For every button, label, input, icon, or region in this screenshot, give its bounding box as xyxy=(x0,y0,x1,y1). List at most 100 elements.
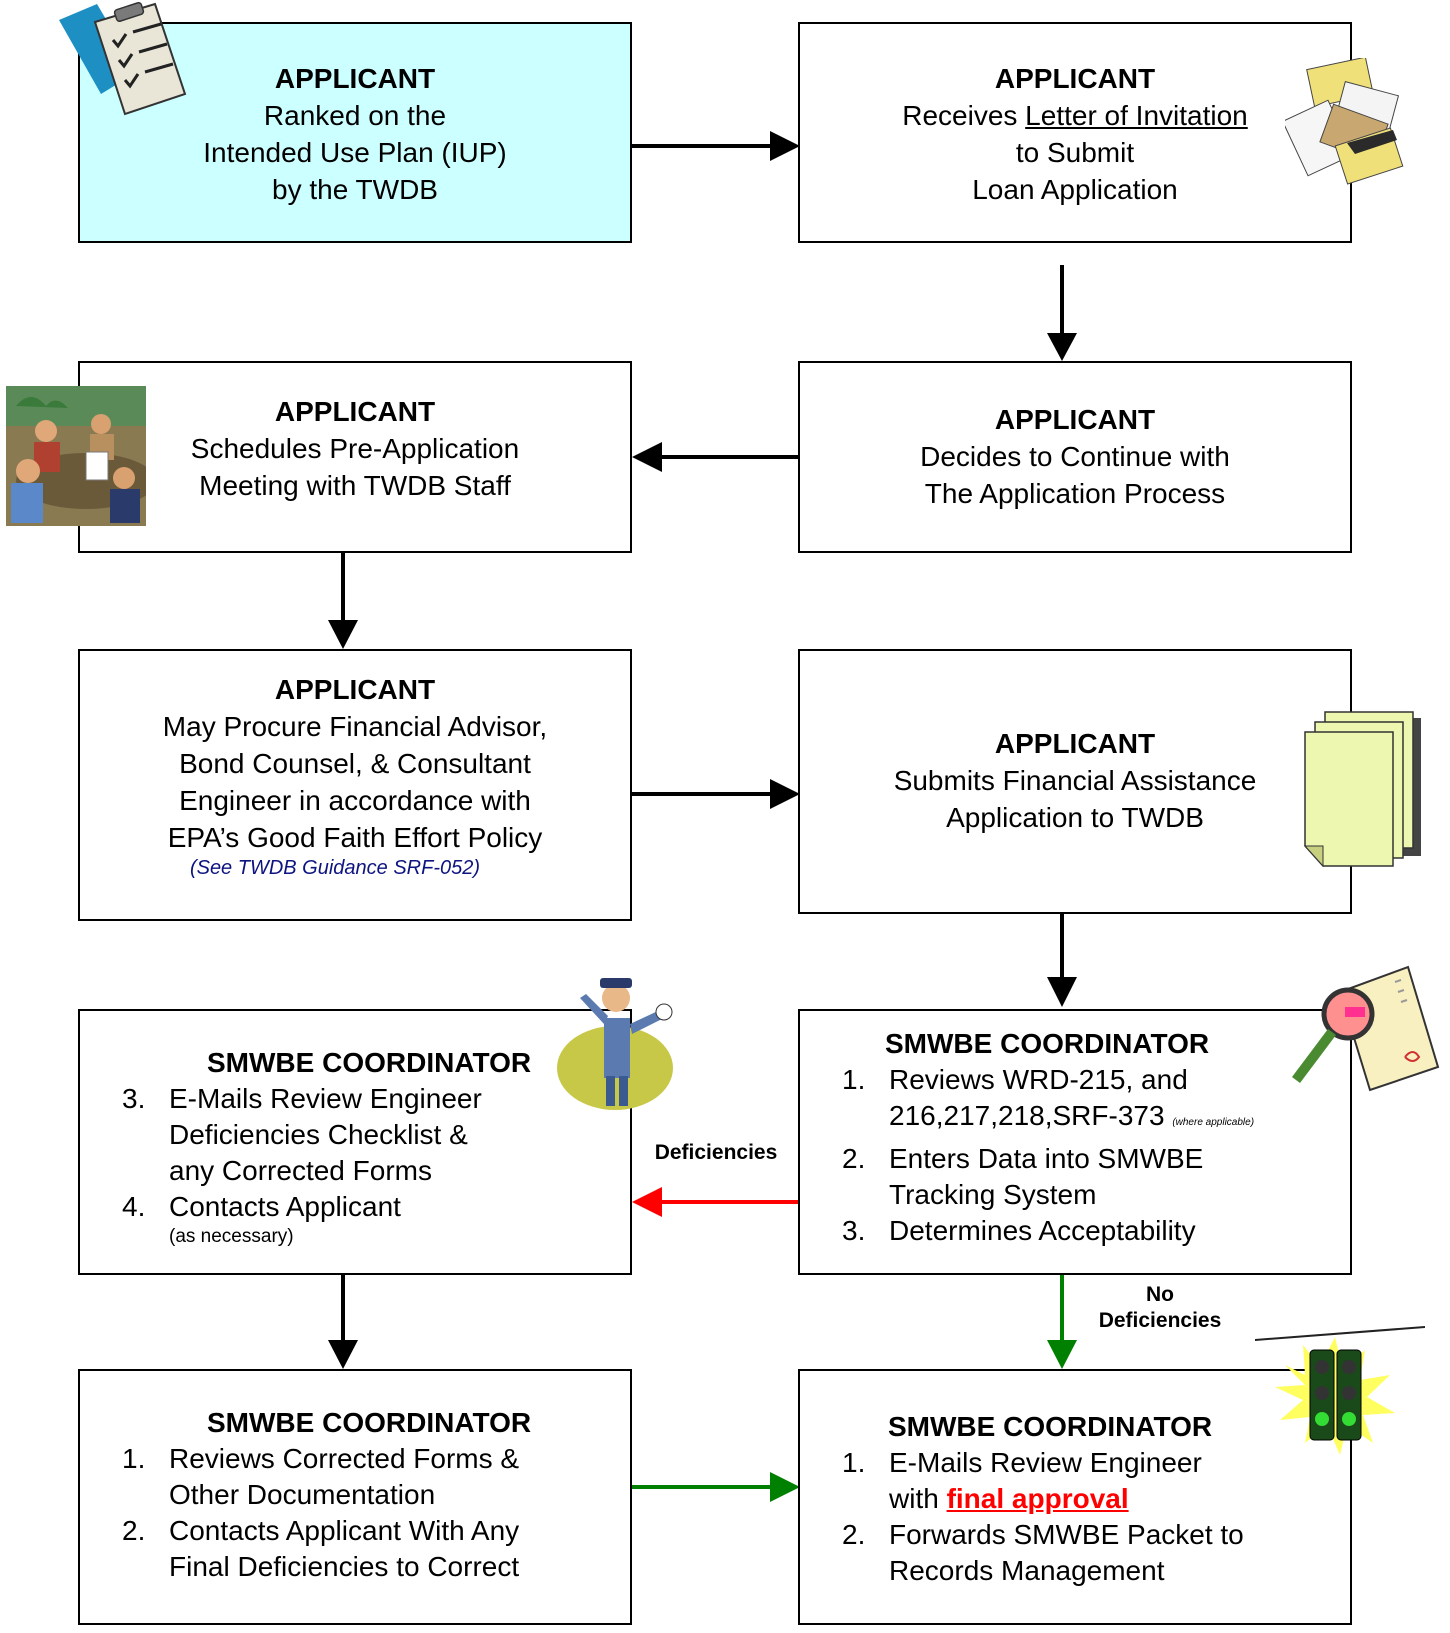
box9-item-1-line2: Other Documentation xyxy=(169,1479,436,1510)
box7-item-3-line1: E-Mails Review Engineer xyxy=(169,1083,482,1114)
box8-item-2: 2. Enters Data into SMWBE Tracking Syste… xyxy=(842,1141,1350,1213)
box-submit-application: APPLICANT Submits Financial Assistance A… xyxy=(798,649,1352,914)
arrow-deficiencies xyxy=(632,1187,798,1217)
box9-item-1: 1. Reviews Corrected Forms & Other Docum… xyxy=(122,1441,630,1513)
police-officer-icon xyxy=(557,978,673,1110)
box-review-corrected-forms: SMWBE COORDINATOR 1. Reviews Corrected F… xyxy=(78,1369,632,1625)
traffic-light-icon xyxy=(1255,1326,1425,1455)
box7-item-3-number: 3. xyxy=(122,1083,146,1114)
meeting-icon xyxy=(6,386,146,526)
box8-item-1-line2-text: 216,217,218,SRF-373 xyxy=(889,1100,1173,1131)
box5-line2: Bond Counsel, & Consultant xyxy=(179,748,531,779)
box6-line2: Application to TWDB xyxy=(946,802,1204,833)
box2-title: APPLICANT xyxy=(994,63,1156,94)
box9-item-2-line2: Final Deficiencies to Correct xyxy=(169,1551,520,1582)
final-approval-text: final approval xyxy=(946,1483,1129,1514)
arrow-box5-to-box6 xyxy=(632,779,800,809)
no-deficiencies-line2: Deficiencies xyxy=(1098,1309,1222,1332)
box5-title: APPLICANT xyxy=(274,674,436,705)
box-email-deficiencies: SMWBE COORDINATOR 3. E-Mails Review Engi… xyxy=(78,1009,632,1275)
box10-item-2: 2. Forwards SMWBE Packet to Records Mana… xyxy=(842,1517,1350,1589)
box6-title: APPLICANT xyxy=(994,728,1156,759)
box8-item-1-line2: 216,217,218,SRF-373 (where applicable) xyxy=(889,1098,1350,1141)
box-letter-of-invitation: APPLICANT Receives Letter of Invitation … xyxy=(798,22,1352,243)
box7-item-4: 4. Contacts Applicant (as necessary) xyxy=(122,1189,630,1249)
box9-item-2-line1: Contacts Applicant With Any xyxy=(169,1515,520,1546)
box10-item-1-line2: with final approval xyxy=(889,1481,1350,1517)
box8-item-1-line1: Reviews WRD-215, and xyxy=(889,1064,1188,1095)
box10-title: SMWBE COORDINATOR xyxy=(888,1411,1213,1442)
arrow-box3-to-box5 xyxy=(328,553,358,649)
box3-line1: Schedules Pre-Application xyxy=(190,433,520,464)
box2-line2: to Submit xyxy=(1015,137,1135,168)
box8-item-1-number: 1. xyxy=(842,1064,866,1095)
box8-item-2-number: 2. xyxy=(842,1143,866,1174)
box10-item-1-line1: E-Mails Review Engineer xyxy=(889,1447,1202,1478)
box9-item-1-line1: Reviews Corrected Forms & xyxy=(169,1443,520,1474)
where-applicable-note: (where applicable) xyxy=(1172,1117,1255,1128)
box4-title: APPLICANT xyxy=(994,404,1156,435)
letter-of-invitation-text: Letter of Invitation xyxy=(1025,100,1248,131)
box2-line1: Receives Letter of Invitation xyxy=(800,97,1350,134)
box3-title: APPLICANT xyxy=(274,396,436,427)
arrow-no-deficiencies xyxy=(1047,1275,1077,1369)
arrow-box1-to-box2 xyxy=(632,131,800,161)
box7-item-3-line3: any Corrected Forms xyxy=(169,1155,432,1186)
box8-item-3: 3. Determines Acceptability xyxy=(842,1213,1350,1249)
box-final-approval: SMWBE COORDINATOR 1. E-Mails Review Engi… xyxy=(798,1369,1352,1625)
box10-item-2-line1: Forwards SMWBE Packet to xyxy=(889,1519,1244,1550)
box6-line1: Submits Financial Assistance xyxy=(893,765,1257,796)
box7-item-4-note: (as necessary) xyxy=(169,1226,294,1247)
box-schedule-meeting: APPLICANT Schedules Pre-Application Meet… xyxy=(78,361,632,553)
box-procure-advisors: APPLICANT May Procure Financial Advisor,… xyxy=(78,649,632,921)
arrow-box2-to-box4 xyxy=(1047,265,1077,361)
box9-item-2: 2. Contacts Applicant With Any Final Def… xyxy=(122,1513,630,1585)
box4-line2: The Application Process xyxy=(924,478,1226,509)
box9-item-1-number: 1. xyxy=(122,1443,146,1474)
box5-line4: EPA’s Good Faith Effort Policy xyxy=(167,822,543,853)
box10-item-2-line2: Records Management xyxy=(889,1555,1165,1586)
box9-item-2-number: 2. xyxy=(122,1515,146,1546)
deficiencies-label: Deficiencies xyxy=(654,1141,778,1164)
box10-item-1-number: 1. xyxy=(842,1447,866,1478)
box-review-forms: SMWBE COORDINATOR 1. Reviews WRD-215, an… xyxy=(798,1009,1352,1275)
box8-item-3-number: 3. xyxy=(842,1215,866,1246)
no-deficiencies-line1: No xyxy=(1146,1283,1174,1306)
no-deficiencies-label: No Deficiencies xyxy=(1080,1282,1240,1334)
box5-line3: Engineer in accordance with xyxy=(179,785,531,816)
box8-item-2-line2: Tracking System xyxy=(889,1179,1097,1210)
box2-line1-prefix: Receives xyxy=(902,100,1026,131)
box1-line3: by the TWDB xyxy=(272,174,438,205)
box1-line2: Intended Use Plan (IUP) xyxy=(203,137,507,168)
arrow-box4-to-box3 xyxy=(632,442,798,472)
box7-item-4-number: 4. xyxy=(122,1191,146,1222)
arrow-box6-to-box8 xyxy=(1047,914,1077,1007)
box10-item-2-number: 2. xyxy=(842,1519,866,1550)
box7-title: SMWBE COORDINATOR xyxy=(207,1047,532,1078)
box2-line3: Loan Application xyxy=(972,174,1178,205)
box10-item-1: 1. E-Mails Review Engineer with final ap… xyxy=(842,1445,1350,1517)
box3-line2: Meeting with TWDB Staff xyxy=(199,470,511,501)
box9-title: SMWBE COORDINATOR xyxy=(207,1407,532,1438)
box8-item-2-line1: Enters Data into SMWBE xyxy=(889,1143,1204,1174)
box-decide-to-continue: APPLICANT Decides to Continue with The A… xyxy=(798,361,1352,553)
box8-item-1: 1. Reviews WRD-215, and 216,217,218,SRF-… xyxy=(842,1062,1350,1141)
magnifier-icon xyxy=(1292,965,1440,1092)
clipboard-icon xyxy=(59,2,187,116)
box1-title: APPLICANT xyxy=(274,63,436,94)
box8-title: SMWBE COORDINATOR xyxy=(885,1028,1210,1059)
box8-item-3-line1: Determines Acceptability xyxy=(889,1215,1196,1246)
box1-line1: Ranked on the xyxy=(263,100,447,131)
envelopes-icon xyxy=(1285,58,1404,185)
box7-item-4-line1: Contacts Applicant xyxy=(169,1191,401,1222)
guidance-note: (See TWDB Guidance SRF-052) xyxy=(189,857,481,879)
documents-icon xyxy=(1303,711,1421,868)
arrow-box7-to-box9 xyxy=(328,1275,358,1369)
box4-line1: Decides to Continue with xyxy=(920,441,1230,472)
arrow-box9-to-box10 xyxy=(632,1472,800,1502)
box7-item-3: 3. E-Mails Review Engineer Deficiencies … xyxy=(122,1081,630,1189)
box7-item-3-line2: Deficiencies Checklist & xyxy=(169,1119,468,1150)
box5-line1: May Procure Financial Advisor, xyxy=(162,711,548,742)
box10-item-1-line2-prefix: with xyxy=(889,1483,947,1514)
